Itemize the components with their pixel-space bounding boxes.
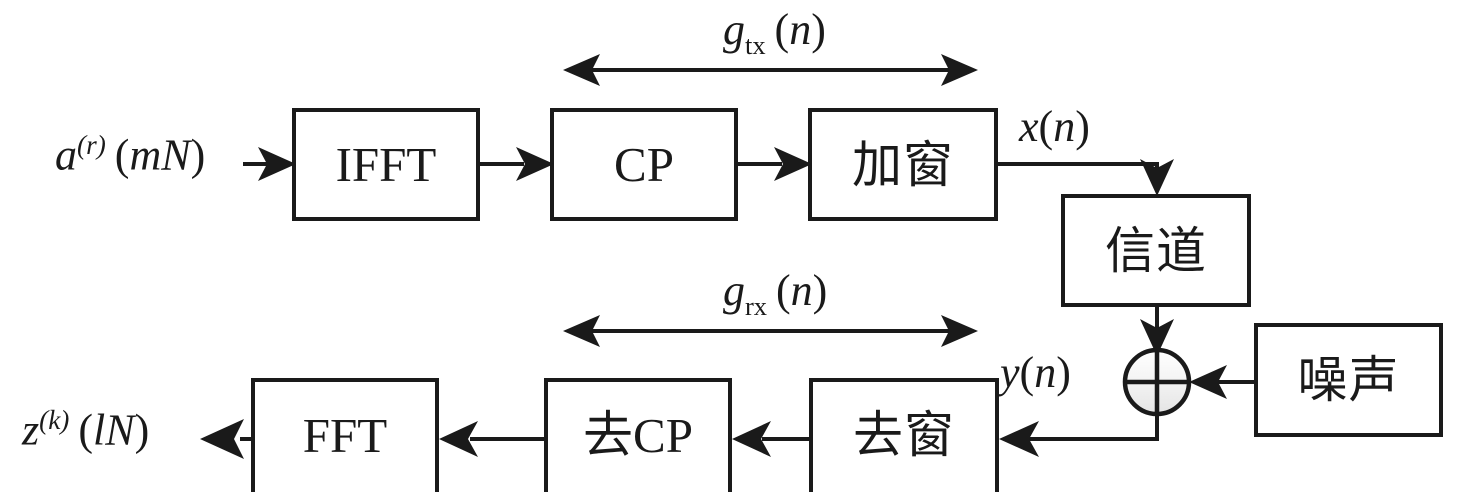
block-channel-rect	[1061, 194, 1251, 307]
span-grx-paren-close: )	[812, 266, 828, 315]
span-grx-sub: rx	[745, 290, 767, 321]
signal-label-input: a(r) (mN)	[55, 130, 206, 180]
summing-junction	[1122, 347, 1192, 417]
signal-label-y: y(n)	[1000, 351, 1071, 395]
span-grx-paren-open: (	[775, 266, 791, 315]
signal-x-arg: n	[1053, 102, 1076, 151]
block-label-channel: 信道	[1105, 221, 1207, 280]
signal-x-paren-close: )	[1075, 102, 1090, 151]
signal-x-paren-open: (	[1038, 102, 1054, 151]
wire-cp-to-window	[736, 147, 812, 181]
signal-y-paren-close: )	[1056, 348, 1071, 397]
span-gtx-base: g	[723, 5, 745, 54]
block-label-dewindow: 去窗	[853, 406, 955, 464]
signal-y-base: y	[1000, 348, 1020, 397]
span-gtx-sub: tx	[745, 29, 766, 60]
span-label-grx: grx (n)	[723, 269, 827, 319]
wire-fft-to-output	[200, 419, 253, 459]
block-cp-rect	[550, 108, 738, 221]
block-label-fft: FFT	[302, 407, 388, 463]
signal-output-paren-open: (	[78, 405, 94, 455]
signal-input-base: a	[55, 130, 77, 180]
signal-input-arg: mN	[129, 130, 191, 180]
wire-sum-to-dewin	[999, 414, 1159, 457]
span-gtx-paren-close: )	[811, 5, 826, 54]
block-label-noise: 噪声	[1297, 351, 1400, 409]
wire-ifft-to-cp	[478, 147, 554, 181]
block-window-rect	[808, 108, 998, 221]
block-dewin-rect	[809, 378, 999, 492]
span-arrow-grx	[563, 315, 978, 347]
block-label-ifft: IFFT	[335, 137, 437, 192]
span-grx-base: g	[723, 266, 745, 315]
signal-output-arg: lN	[93, 405, 135, 455]
signal-output-sup: (k)	[39, 405, 70, 435]
signal-y-paren-open: (	[1019, 348, 1035, 397]
span-arrow-gtx	[563, 54, 978, 86]
signal-output-paren-close: )	[134, 405, 150, 455]
signal-input-sup: (r)	[77, 130, 106, 160]
signal-output-base: z	[22, 405, 40, 455]
span-gtx-arg: n	[789, 5, 812, 54]
signal-input-paren-open: (	[114, 130, 130, 180]
wire-input-to-ifft	[243, 147, 296, 181]
block-label-decp-cjk: 去	[583, 406, 634, 464]
wire-decp-to-fft	[439, 421, 546, 457]
signal-label-x: x(n)	[1019, 105, 1090, 149]
wire-window-to-channel	[996, 159, 1174, 196]
signal-input-paren-close: )	[190, 130, 206, 180]
wire-noise-to-sum	[1189, 365, 1256, 399]
span-grx-arg: n	[790, 266, 813, 315]
block-noise-rect	[1254, 323, 1443, 437]
wire-dewin-to-decp	[732, 421, 811, 457]
block-label-window: 加窗	[852, 135, 954, 194]
signal-label-output: z(k) (lN)	[22, 405, 150, 455]
signal-x-base: x	[1019, 102, 1039, 151]
span-gtx-paren-open: (	[774, 5, 790, 54]
block-label-decp-latin: CP	[633, 407, 693, 463]
wire-channel-to-sum	[1140, 305, 1174, 356]
signal-y-arg: n	[1034, 348, 1057, 397]
span-label-gtx: gtx (n)	[723, 8, 826, 58]
block-label-cp: CP	[614, 137, 674, 192]
